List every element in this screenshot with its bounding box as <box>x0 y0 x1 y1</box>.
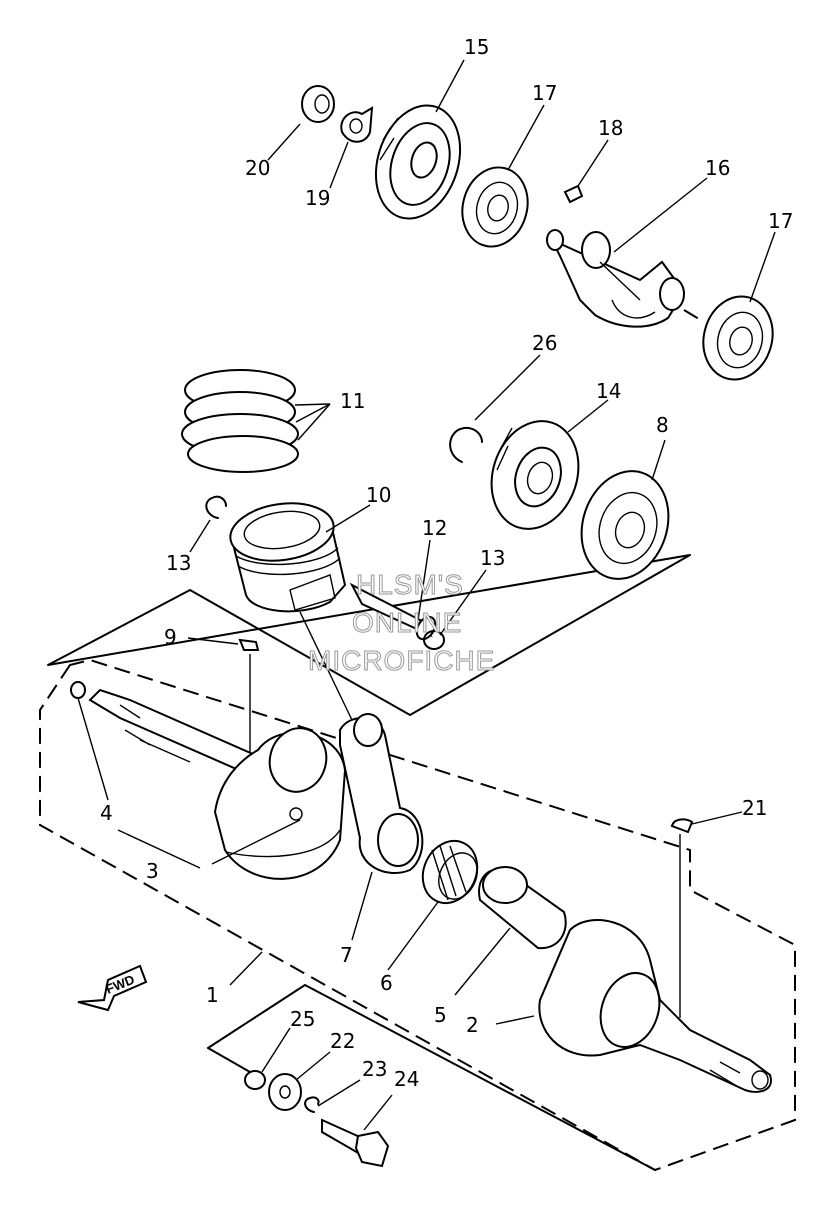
bolt <box>321 1118 390 1168</box>
piston-pin-clip-left <box>205 495 227 519</box>
callout-23: 23 <box>362 1057 387 1081</box>
watermark-line-2: ONLINE <box>352 607 462 638</box>
callout-18: 18 <box>598 116 623 140</box>
callout-17-right: 17 <box>768 209 793 233</box>
bearing-group-outline <box>47 554 691 716</box>
nut <box>301 85 335 123</box>
callout-25: 25 <box>290 1007 315 1031</box>
woodruff-key <box>563 184 584 204</box>
callout-13-left: 13 <box>166 551 191 575</box>
callout-16: 16 <box>705 156 730 180</box>
callout-10: 10 <box>366 483 391 507</box>
forward-arrow-icon: FWD <box>77 964 148 1012</box>
callout-1: 1 <box>206 983 219 1007</box>
needle-bearing <box>421 839 479 905</box>
callout-24: 24 <box>394 1067 419 1091</box>
callout-numbers: 15 17 18 16 17 20 19 26 11 14 8 10 12 13… <box>100 35 793 1091</box>
bearing-upper <box>461 166 529 248</box>
crank-assembly-outline <box>39 658 796 1172</box>
crankshaft-right <box>538 919 772 1093</box>
callout-8: 8 <box>656 413 669 437</box>
callout-11: 11 <box>340 389 365 413</box>
crankshaft-left <box>70 681 347 880</box>
callout-17-upper: 17 <box>532 81 557 105</box>
callout-26: 26 <box>532 331 557 355</box>
callout-13-right: 13 <box>480 546 505 570</box>
circlip-small <box>304 1096 320 1113</box>
callout-3: 3 <box>146 859 159 883</box>
callout-20: 20 <box>245 156 270 180</box>
callout-12: 12 <box>422 516 447 540</box>
washer <box>268 1073 302 1111</box>
callout-2: 2 <box>466 1013 479 1037</box>
piston-rings <box>181 369 299 473</box>
crank-key-right <box>670 818 694 1018</box>
callout-5: 5 <box>434 1003 447 1027</box>
watermark-line-1: HLSM'S <box>356 569 464 600</box>
callout-15: 15 <box>464 35 489 59</box>
callout-9: 9 <box>164 625 177 649</box>
hardware-group-outline <box>207 984 656 1171</box>
callout-14: 14 <box>596 379 621 403</box>
bearing-right <box>702 295 774 381</box>
main-bearing <box>580 470 670 580</box>
balancer-drive-gear <box>374 104 462 220</box>
balancer-driven-gear <box>490 420 580 530</box>
callout-6: 6 <box>380 971 393 995</box>
connecting-rod <box>299 611 424 875</box>
callout-21: 21 <box>742 796 767 820</box>
watermark-line-3: MICROFICHE <box>308 645 495 676</box>
callout-4: 4 <box>100 801 113 825</box>
callout-19: 19 <box>305 186 330 210</box>
callout-7: 7 <box>340 943 353 967</box>
piston <box>229 502 347 613</box>
crank-key-left <box>238 638 260 760</box>
callout-22: 22 <box>330 1029 355 1053</box>
watermark: HLSM'S ONLINE MICROFICHE <box>308 569 495 677</box>
crank-pin <box>478 866 567 950</box>
lock-washer <box>340 106 374 143</box>
piston-pin-clip-right <box>423 630 445 650</box>
circlip <box>449 426 483 463</box>
leader-lines <box>77 59 776 1131</box>
balancer-shaft <box>546 229 686 328</box>
o-ring <box>244 1070 266 1090</box>
